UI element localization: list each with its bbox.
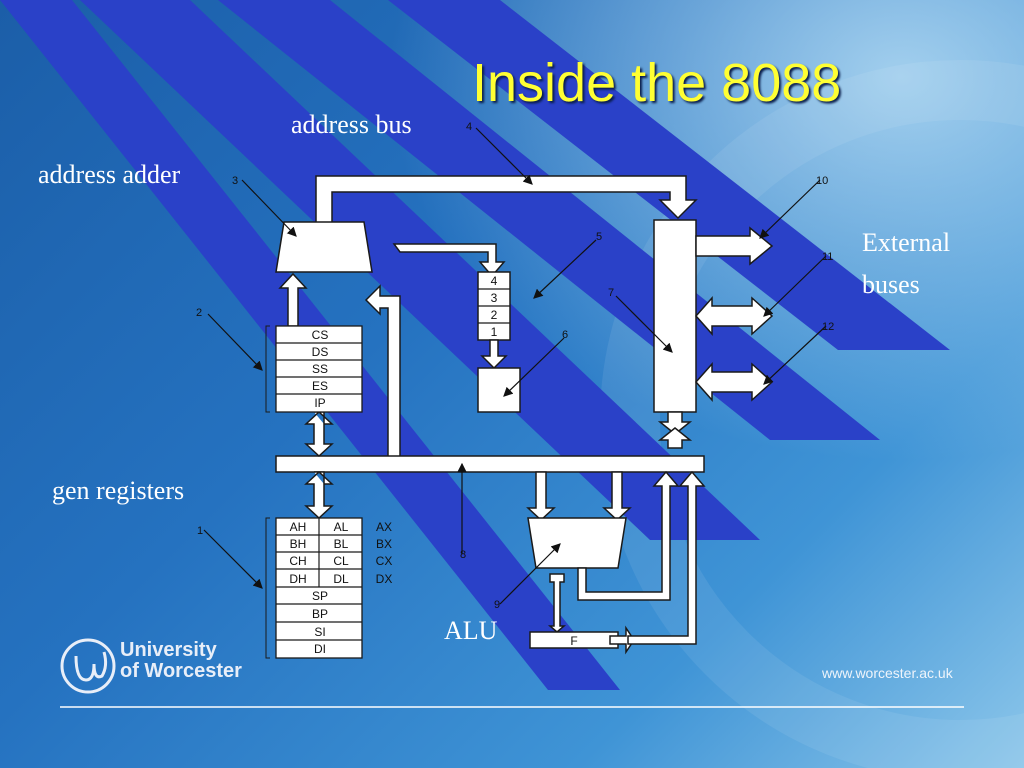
label-address-adder: address adder [38, 160, 181, 189]
callout-1: 1 [197, 525, 203, 537]
callout-2: 2 [196, 307, 202, 319]
register-si: SI [314, 625, 325, 639]
university-name: University of Worcester [120, 640, 242, 682]
register-al: AL [334, 520, 349, 534]
register-dl: DL [333, 572, 349, 586]
register-cx: CX [376, 554, 393, 568]
label-external-line1: External [862, 228, 951, 257]
alu-block [527, 517, 627, 569]
bus-interface-unit [653, 219, 697, 413]
callout-11: 11 [822, 251, 833, 263]
callout-10: 10 [816, 175, 828, 187]
register-dx: DX [376, 572, 393, 586]
queue-byte: 1 [491, 325, 498, 339]
label-external-line2: buses [862, 270, 920, 299]
callout-8: 8 [460, 549, 466, 561]
general-registers: AH AL BH BL CH CL DH DL SP BP SI DI AX B… [265, 517, 393, 659]
register-bh: BH [290, 537, 307, 551]
website-url: www.worcester.ac.uk [822, 665, 953, 681]
segment-registers: CS DS SS ES IP [265, 325, 363, 413]
address-adder [275, 221, 373, 273]
register-ch: CH [289, 554, 306, 568]
external-bus-bidir-2 [694, 362, 774, 402]
flags-label: F [570, 634, 577, 648]
register-ip: IP [314, 396, 325, 410]
callout-9: 9 [494, 599, 500, 611]
internal-bus [275, 455, 705, 473]
register-ss: SS [312, 362, 328, 376]
register-es: ES [312, 379, 328, 393]
callout-12: 12 [822, 321, 834, 333]
register-cl: CL [333, 554, 349, 568]
control-unit [477, 367, 521, 413]
queue-byte: 4 [491, 274, 498, 288]
callout-3: 3 [232, 175, 238, 187]
register-ax: AX [376, 520, 392, 534]
label-gen-registers: gen registers [52, 476, 185, 505]
external-bus-bidir-1 [694, 296, 774, 336]
callout-6: 6 [562, 329, 568, 341]
register-bp: BP [312, 607, 328, 621]
register-bx: BX [376, 537, 392, 551]
callout-5: 5 [596, 231, 602, 243]
slide-title: Inside the 8088 [472, 53, 842, 113]
register-cs: CS [312, 328, 329, 342]
label-alu: ALU [444, 616, 498, 645]
logo-line1: University [120, 639, 217, 661]
external-bus-out [695, 226, 774, 266]
register-sp: SP [312, 589, 328, 603]
logo-line2: of Worcester [120, 660, 242, 682]
queue-byte: 3 [491, 291, 498, 305]
register-dh: DH [289, 572, 306, 586]
register-ah: AH [290, 520, 307, 534]
callout-7: 7 [608, 287, 614, 299]
footer-rule [60, 706, 964, 708]
university-logo-icon [60, 638, 116, 694]
register-ds: DS [312, 345, 329, 359]
queue-byte: 2 [491, 308, 498, 322]
label-address-bus: address bus [291, 110, 412, 139]
callout-4: 4 [466, 121, 472, 133]
address-bus [315, 175, 698, 239]
register-di: DI [314, 642, 326, 656]
register-bl: BL [334, 537, 349, 551]
